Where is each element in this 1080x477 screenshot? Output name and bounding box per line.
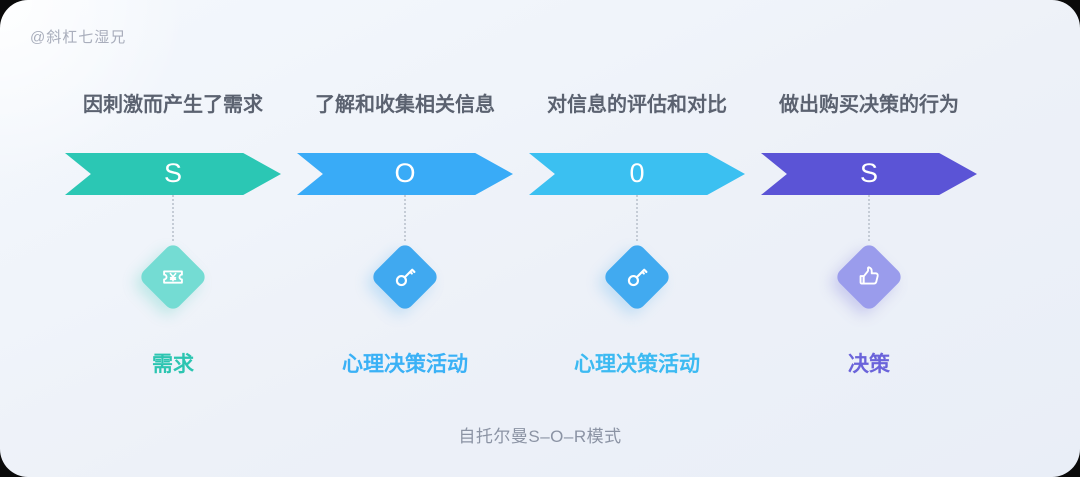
banner-letter: 0 [629, 157, 645, 188]
dotted-connector [868, 195, 870, 241]
diamond-badge [833, 241, 905, 313]
ticket-yen-icon [158, 262, 188, 292]
key-icon [390, 262, 420, 292]
diagram-caption: 自托尔曼S–O–R模式 [458, 427, 622, 446]
dotted-connector [404, 195, 406, 241]
column-label: 决策 [848, 353, 890, 376]
diamond-badge [137, 241, 209, 313]
column-organism-1: 了解和收集相关信息 O 心理决策活动 [289, 92, 521, 378]
key-icon [622, 262, 652, 292]
arrow-banner: O [297, 153, 513, 195]
arrow-banner: S [761, 153, 977, 195]
banner-letter: S [163, 157, 182, 188]
columns-row: 因刺激而产生了需求 S 需求 了解和收集相关信息 O [57, 92, 985, 378]
diamond-badge [601, 241, 673, 313]
column-label: 需求 [152, 353, 194, 376]
column-stimulus: 因刺激而产生了需求 S 需求 [57, 92, 289, 378]
watermark: @斜杠七湿兄 [30, 29, 127, 46]
dotted-connector [172, 195, 174, 241]
column-header: 对信息的评估和对比 [547, 94, 727, 116]
dotted-connector [636, 195, 638, 241]
column-response: 做出购买决策的行为 S 决策 [753, 92, 985, 378]
thumbs-up-icon [854, 262, 884, 292]
diamond-badge [369, 241, 441, 313]
arrow-banner: 0 [529, 153, 745, 195]
column-organism-2: 对信息的评估和对比 0 心理决策活动 [521, 92, 753, 378]
column-label: 心理决策活动 [574, 353, 700, 376]
column-label: 心理决策活动 [342, 353, 468, 376]
arrow-banner: S [65, 153, 281, 195]
banner-letter: S [859, 157, 878, 188]
banner-letter: O [394, 157, 416, 188]
column-header: 因刺激而产生了需求 [83, 94, 263, 116]
column-header: 了解和收集相关信息 [315, 94, 495, 116]
column-header: 做出购买决策的行为 [779, 94, 959, 116]
